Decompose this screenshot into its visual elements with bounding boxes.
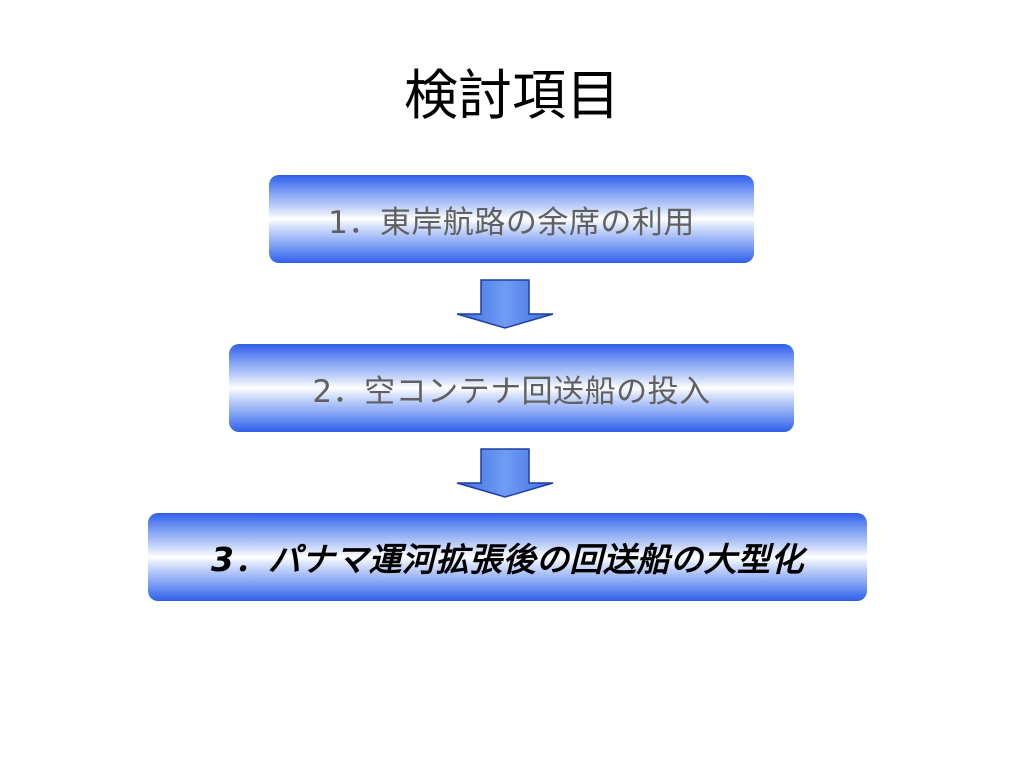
step-box-2: 2．空コンテナ回送船の投入 <box>229 344 794 432</box>
step-label-1: 1．東岸航路の余席の利用 <box>328 204 695 241</box>
step-box-3: 3．パナマ運河拡張後の回送船の大型化 <box>148 513 867 601</box>
down-arrow-icon <box>456 448 554 498</box>
down-arrow-icon <box>456 279 554 329</box>
step-label-3: 3．パナマ運河拡張後の回送船の大型化 <box>211 540 804 579</box>
step-box-1: 1．東岸航路の余席の利用 <box>269 175 754 263</box>
step-label-2: 2．空コンテナ回送船の投入 <box>312 373 711 410</box>
slide-title: 検討項目 <box>404 64 620 127</box>
